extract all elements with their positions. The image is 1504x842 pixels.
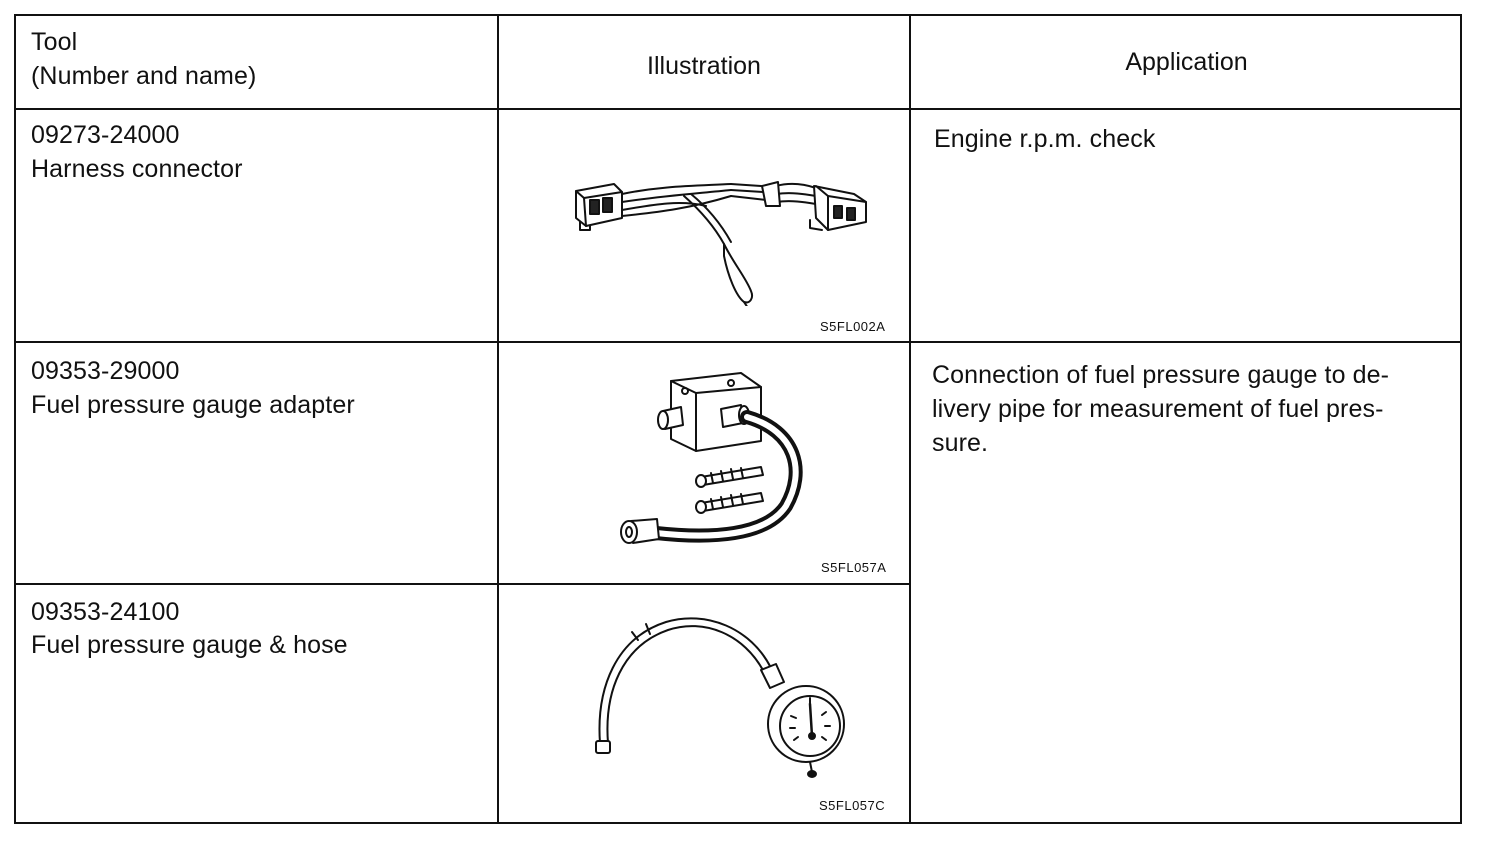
tool-number: 09353-24100 <box>31 598 180 626</box>
illustration-code: S5FL002A <box>820 319 886 334</box>
tool-number: 09273-24000 <box>31 121 180 149</box>
application-text-line-3: sure. <box>932 429 989 457</box>
application-text: Engine r.p.m. check <box>934 125 1156 153</box>
column-divider-1 <box>497 16 499 822</box>
row-divider-2 <box>16 583 911 585</box>
harness-connector-illustration-icon <box>575 181 867 306</box>
tool-number: 09353-29000 <box>31 357 180 385</box>
header-application: Application <box>1125 48 1248 76</box>
tool-name: Harness connector <box>31 155 243 183</box>
special-tools-table: Tool (Number and name) Illustration Appl… <box>14 14 1462 824</box>
row-divider-1 <box>16 341 1460 343</box>
column-divider-2 <box>909 16 911 822</box>
tool-name: Fuel pressure gauge adapter <box>31 391 355 419</box>
header-tool-subtitle: (Number and name) <box>31 62 257 90</box>
fuel-pressure-gauge-adapter-illustration-icon <box>620 372 803 544</box>
tool-name: Fuel pressure gauge & hose <box>31 631 348 659</box>
application-text-line-1: Connection of fuel pressure gauge to de- <box>932 361 1390 389</box>
illustration-code: S5FL057C <box>819 798 886 813</box>
application-text-line-2: livery pipe for measurement of fuel pres… <box>932 395 1384 423</box>
fuel-pressure-gauge-hose-illustration-icon <box>595 617 845 778</box>
header-illustration: Illustration <box>647 52 761 80</box>
header-tool: Tool <box>31 28 78 56</box>
illustration-code: S5FL057A <box>821 560 887 575</box>
header-divider <box>16 108 1460 110</box>
